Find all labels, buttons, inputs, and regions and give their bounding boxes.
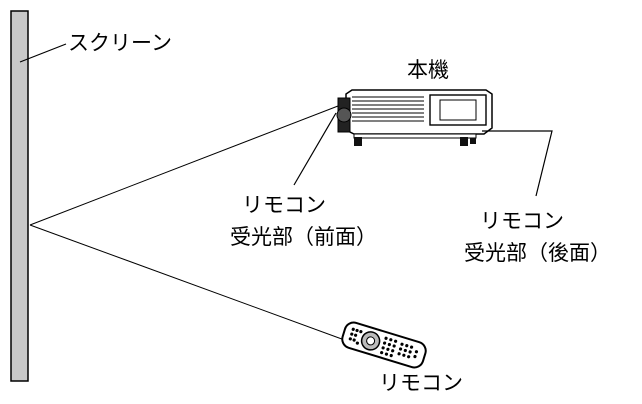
- signal-line-to-remote: [29, 224, 351, 343]
- rear-receiver-leader-line: [482, 130, 553, 197]
- front-receiver-label-line2: 受光部（前面）: [230, 225, 377, 249]
- projector-label: 本機: [407, 58, 449, 82]
- front-receiver-leader-line: [293, 112, 337, 186]
- screen-label: スクリーン: [68, 31, 172, 55]
- screen-panel: [10, 10, 29, 382]
- projector-icon: [336, 89, 493, 146]
- front-receiver-label-line1: リモコン: [242, 193, 326, 217]
- screen-leader-line: [19, 43, 67, 63]
- rear-receiver-label-line2: 受光部（後面）: [464, 241, 611, 265]
- signal-line-to-projector: [29, 105, 339, 226]
- remote-control-icon: [341, 321, 427, 369]
- remote-label: リモコン: [379, 371, 463, 395]
- rear-receiver-label-line1: リモコン: [480, 209, 564, 233]
